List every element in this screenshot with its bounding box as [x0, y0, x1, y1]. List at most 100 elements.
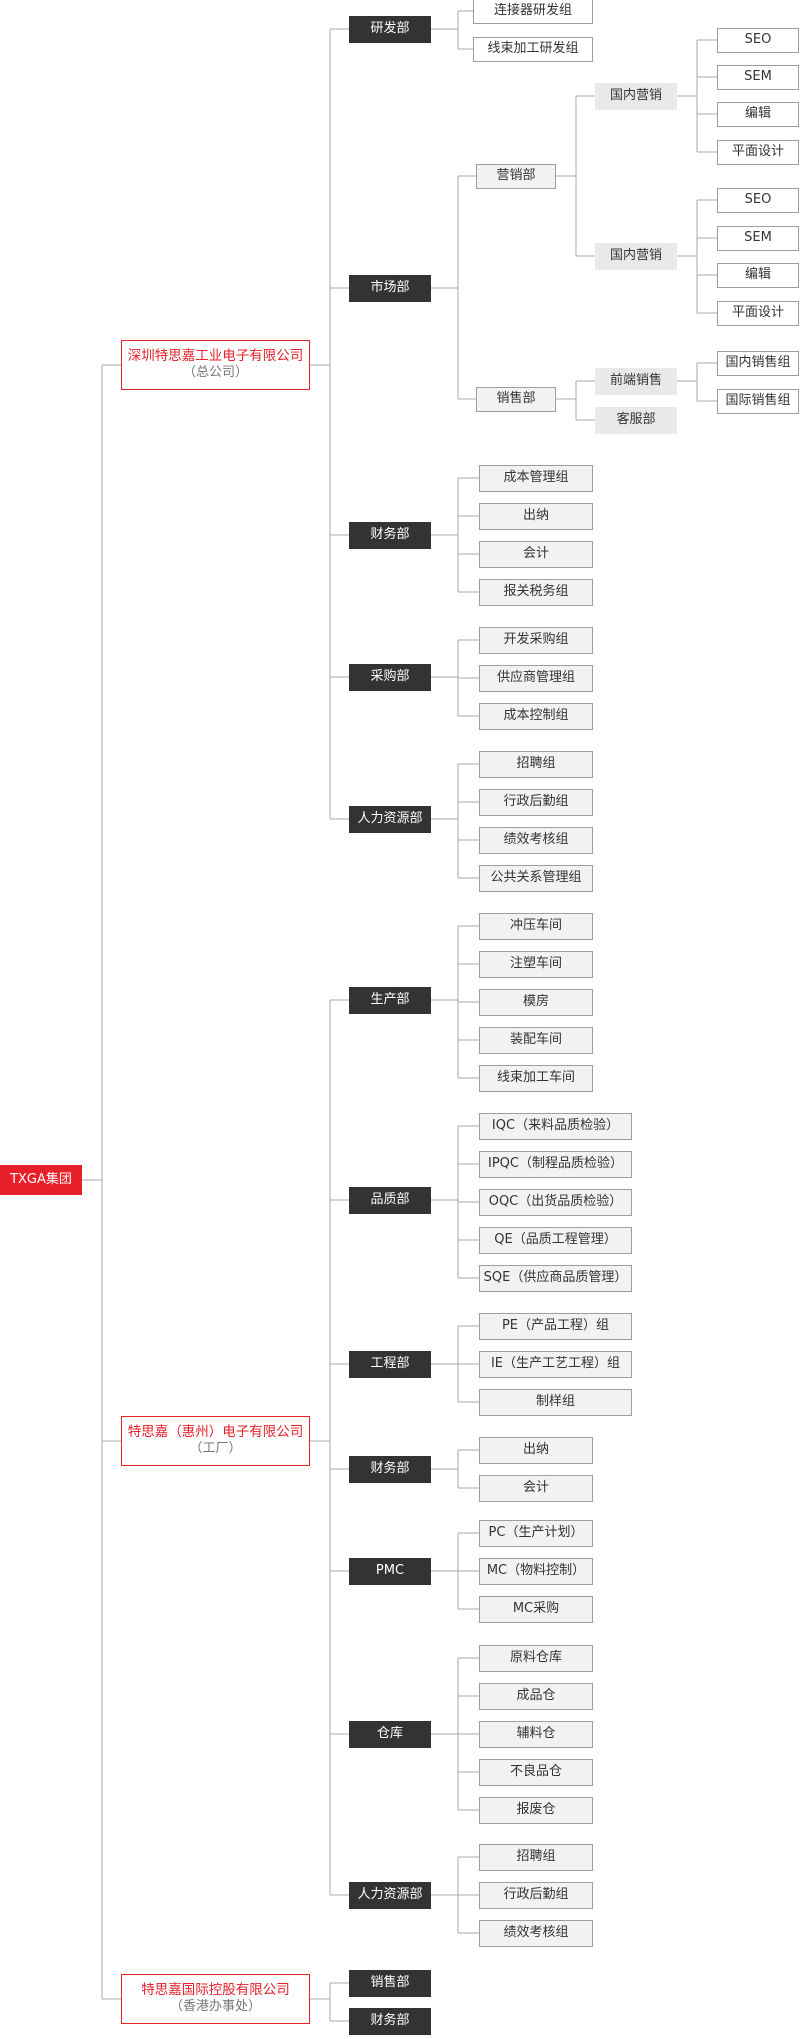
channel-node-label: 编辑: [744, 105, 771, 121]
sales-group-node: 前端销售: [595, 367, 677, 395]
group-node-label: 注塑车间: [509, 955, 562, 971]
group-node: 辅料仓: [479, 1720, 593, 1748]
group-node-label: PE（产品工程）组: [501, 1317, 610, 1333]
group-node-label: 成本管理组: [503, 469, 569, 485]
group-node: 报关税务组: [479, 578, 593, 606]
company-name: 特思嘉（惠州）电子有限公司: [127, 1423, 304, 1440]
channel-node: 平面设计: [717, 300, 799, 326]
group-node-label: 成品仓: [516, 1687, 556, 1703]
channel-node: SEO: [717, 187, 799, 213]
group-node: 成本管理组: [479, 464, 593, 492]
group-node-label: 会计: [522, 545, 549, 561]
group-node: 原料仓库: [479, 1644, 593, 1672]
sales-group-node: 客服部: [595, 406, 677, 434]
group-node-label: 线束加工研发组: [487, 40, 579, 56]
channel-node-label: SEM: [744, 68, 772, 84]
group-node-label: 会计: [522, 1479, 549, 1495]
company-node: 特思嘉（惠州）电子有限公司（工厂）: [121, 1416, 310, 1466]
group-node-label: 出纳: [522, 1441, 549, 1457]
group-node-label: 招聘组: [516, 1848, 556, 1864]
channel-node-label: SEO: [744, 31, 772, 47]
company-node: 深圳特思嘉工业电子有限公司（总公司）: [121, 340, 310, 390]
group-node: 行政后勤组: [479, 788, 593, 816]
subdepartment-node-label: 营销部: [496, 167, 536, 183]
group-node: IPQC（制程品质检验）: [479, 1150, 632, 1178]
channel-node-label: 平面设计: [731, 143, 784, 159]
group-node-label: 出纳: [522, 507, 549, 523]
department-node: 生产部: [349, 986, 431, 1014]
group-node-label: 供应商管理组: [496, 669, 575, 685]
channel-node: 编辑: [717, 262, 799, 288]
department-node-label: 仓库: [376, 1725, 403, 1741]
group-node: 出纳: [479, 1436, 593, 1464]
group-node: 会计: [479, 540, 593, 568]
subdepartment-node: 营销部: [476, 163, 556, 189]
sales-team-node: 国内销售组: [717, 350, 799, 376]
group-node: 连接器研发组: [473, 0, 593, 24]
channel-node-label: SEO: [744, 191, 772, 207]
group-node-label: 不良品仓: [509, 1763, 562, 1779]
group-node: 线束加工研发组: [473, 36, 593, 62]
department-node: 销售部: [349, 1969, 431, 1997]
channel-node-label: 编辑: [744, 266, 771, 282]
department-node: PMC: [349, 1557, 431, 1585]
department-node: 研发部: [349, 15, 431, 43]
group-node: 制样组: [479, 1388, 632, 1416]
root-node-label: TXGA集团: [10, 1171, 72, 1187]
group-node: MC（物料控制）: [479, 1557, 593, 1585]
department-node: 品质部: [349, 1186, 431, 1214]
group-node: 会计: [479, 1474, 593, 1502]
group-node-label: 线束加工车间: [496, 1069, 575, 1085]
department-node: 财务部: [349, 521, 431, 549]
group-node: 行政后勤组: [479, 1881, 593, 1909]
group-node: 出纳: [479, 502, 593, 530]
group-node-label: MC采购: [512, 1600, 560, 1616]
department-node-label: 市场部: [370, 279, 410, 295]
department-node-label: 人力资源部: [357, 1886, 423, 1902]
group-node-label: MC（物料控制）: [486, 1562, 586, 1578]
group-node: SQE（供应商品质管理）: [479, 1264, 632, 1292]
root-node: TXGA集团: [0, 1165, 82, 1195]
group-node-label: 制样组: [535, 1393, 575, 1409]
group-node: 公共关系管理组: [479, 864, 593, 892]
department-node-label: 财务部: [370, 1460, 410, 1476]
department-node: 仓库: [349, 1720, 431, 1748]
group-node-label: SQE（供应商品质管理）: [483, 1269, 628, 1285]
group-node: 开发采购组: [479, 626, 593, 654]
group-node: 供应商管理组: [479, 664, 593, 692]
group-node-label: IPQC（制程品质检验）: [488, 1155, 623, 1171]
group-node: 模房: [479, 988, 593, 1016]
department-node-label: 生产部: [370, 991, 410, 1007]
department-node-label: 研发部: [370, 20, 410, 36]
department-node: 财务部: [349, 2007, 431, 2035]
department-node-label: 财务部: [370, 2012, 410, 2028]
group-node: IQC（来料品质检验）: [479, 1112, 632, 1140]
group-node: PE（产品工程）组: [479, 1312, 632, 1340]
company-name: 深圳特思嘉工业电子有限公司: [127, 347, 304, 364]
group-node: OQC（出货品质检验）: [479, 1188, 632, 1216]
department-node: 市场部: [349, 274, 431, 302]
group-node-label: 招聘组: [516, 755, 556, 771]
group-node-label: PC（生产计划）: [488, 1524, 584, 1540]
group-node-label: 冲压车间: [509, 917, 562, 933]
group-node: MC采购: [479, 1595, 593, 1623]
group-node-label: OQC（出货品质检验）: [488, 1193, 623, 1209]
company-subtitle: （工厂）: [189, 1441, 242, 1457]
company-name: 特思嘉国际控股有限公司: [141, 1981, 290, 1998]
group-node-label: 绩效考核组: [503, 831, 569, 847]
group-node: 线束加工车间: [479, 1064, 593, 1092]
company-subtitle: （香港办事处）: [169, 1999, 261, 2015]
channel-node-label: 平面设计: [731, 304, 784, 320]
sales-group-node-label: 客服部: [616, 411, 656, 427]
department-node: 工程部: [349, 1350, 431, 1378]
department-node-label: 人力资源部: [357, 810, 423, 826]
group-node-label: 报废仓: [516, 1801, 556, 1817]
department-node-label: 品质部: [370, 1191, 410, 1207]
marketing-group-node: 国内营销: [595, 242, 677, 270]
group-node: QE（品质工程管理）: [479, 1226, 632, 1254]
group-node: 招聘组: [479, 1843, 593, 1871]
group-node: 注塑车间: [479, 950, 593, 978]
subdepartment-node-label: 销售部: [496, 390, 536, 406]
